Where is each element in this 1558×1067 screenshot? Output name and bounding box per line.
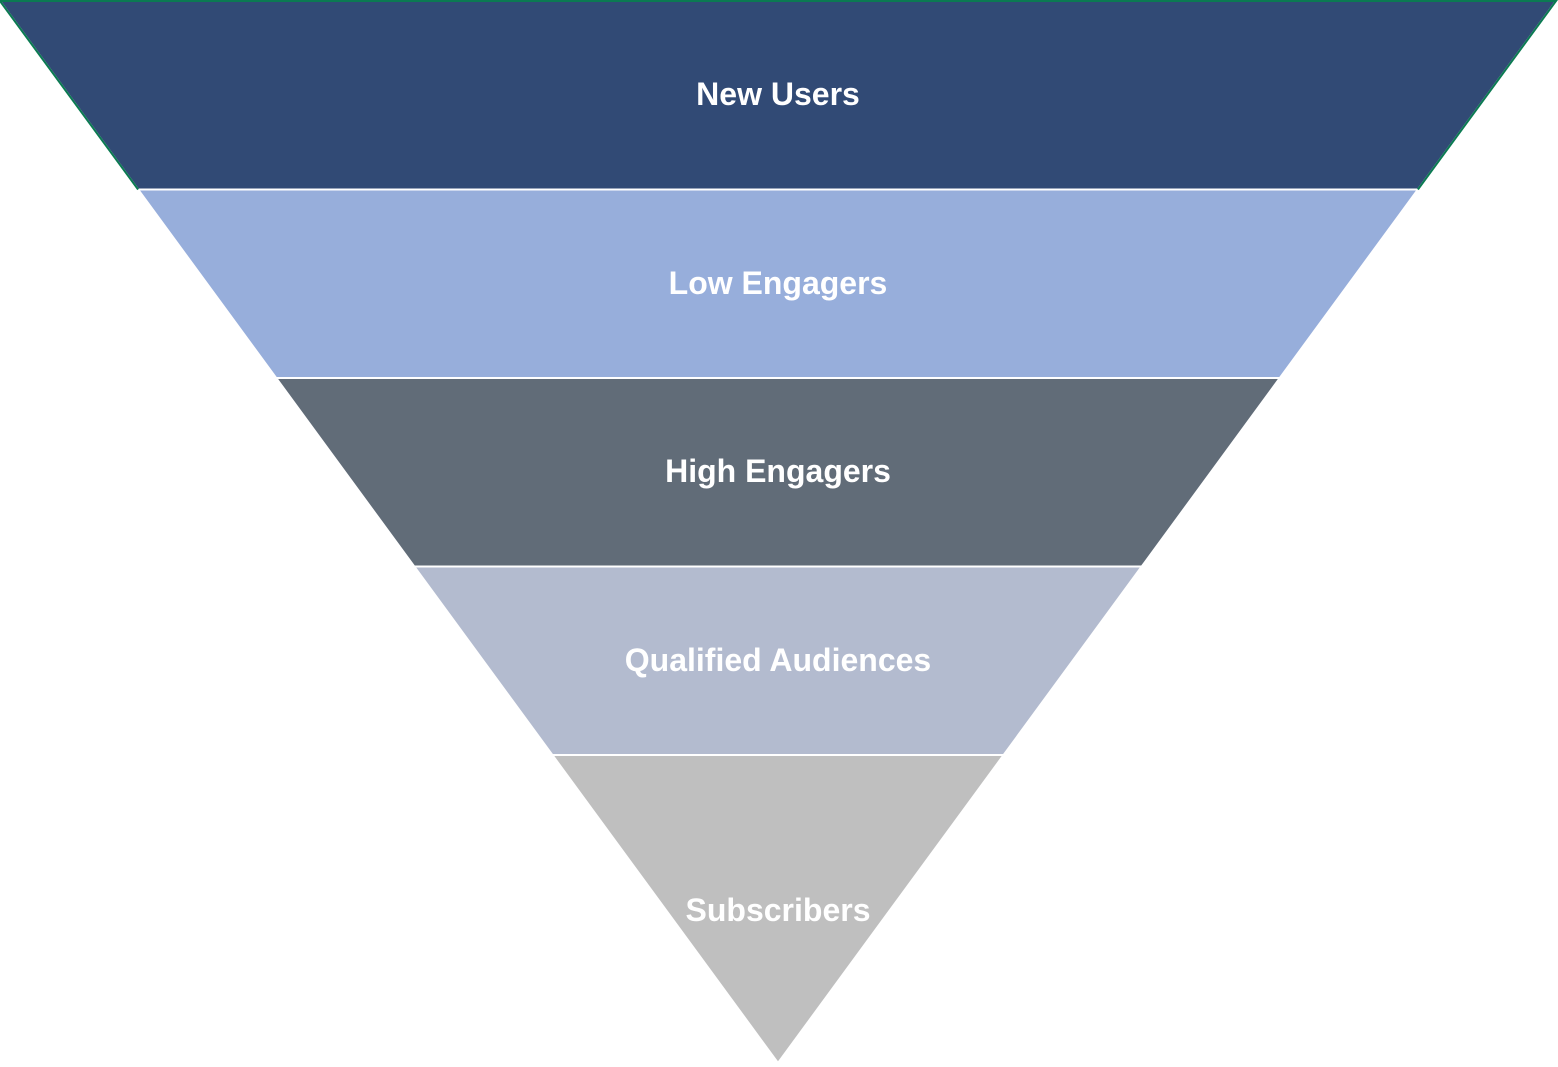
funnel-stage-label: Subscribers (686, 892, 871, 928)
funnel-stage-5 (550, 754, 1006, 1065)
funnel-stage-label: Low Engagers (669, 265, 888, 301)
funnel-stage-label: New Users (696, 76, 860, 112)
funnel-stage-label: High Engagers (665, 453, 891, 489)
funnel-top-outline (0, 0, 1558, 191)
funnel-stage-label: Qualified Audiences (625, 642, 931, 678)
